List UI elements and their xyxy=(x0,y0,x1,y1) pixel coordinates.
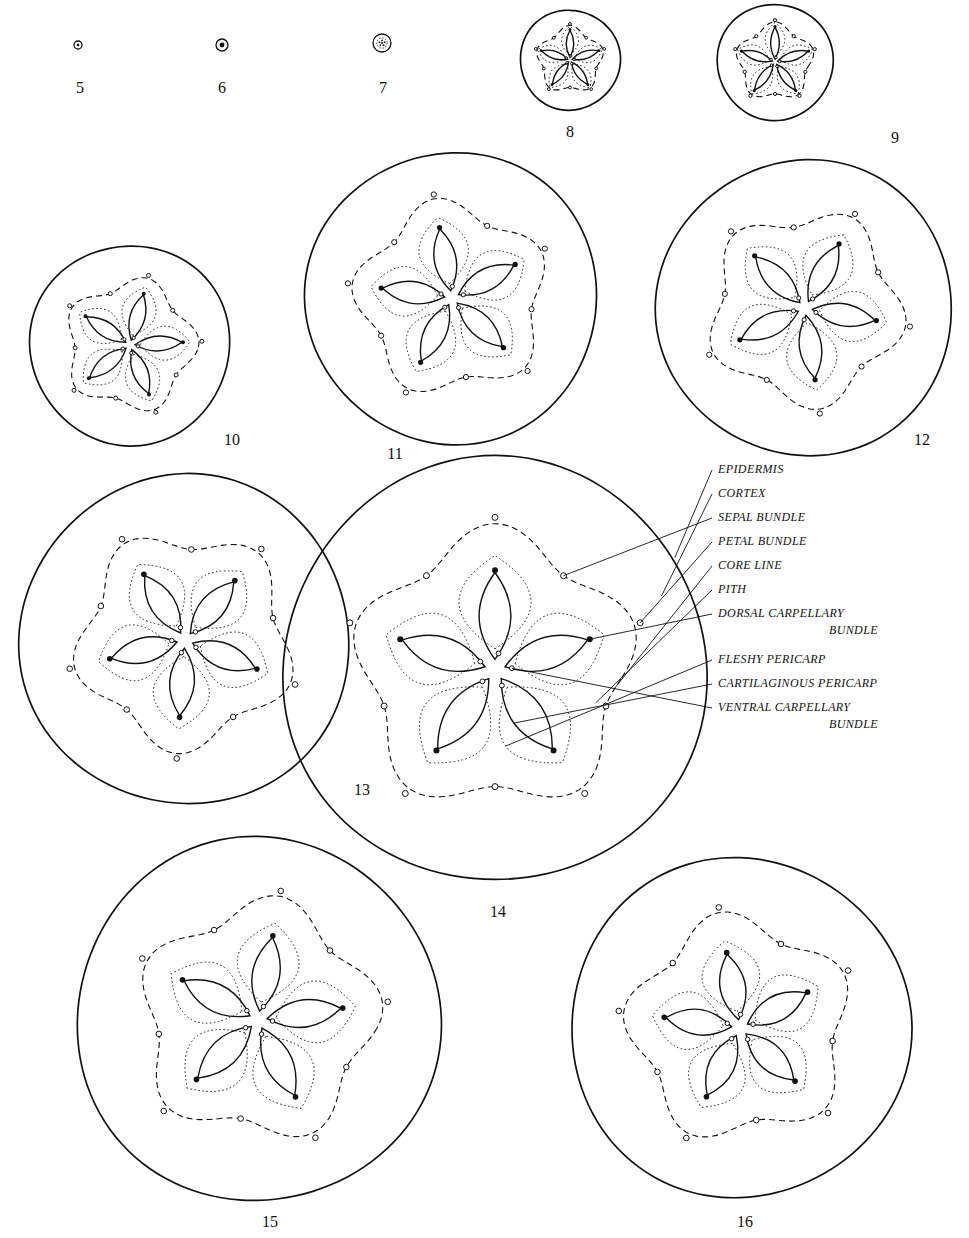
section-number: 5 xyxy=(76,79,84,97)
section-number: 7 xyxy=(379,79,387,97)
part-label: VENTRAL CARPELLARY BUNDLE xyxy=(718,699,878,733)
cross-section xyxy=(283,455,707,879)
cross-section xyxy=(304,153,596,445)
section-number: 15 xyxy=(262,1213,278,1231)
cross-section xyxy=(572,858,912,1198)
part-label: PITH xyxy=(718,581,746,598)
cross-section xyxy=(373,34,391,52)
section-number: 9 xyxy=(891,129,899,147)
leader-line xyxy=(506,660,712,746)
section-number: 8 xyxy=(566,123,574,141)
section-number: 14 xyxy=(490,903,506,921)
leader-lines xyxy=(506,470,712,746)
part-label: CARTILAGINOUS PERICARP xyxy=(718,675,877,692)
section-number: 11 xyxy=(387,445,402,463)
part-label: DORSAL CARPELLARY BUNDLE xyxy=(718,605,878,639)
part-label: SEPAL BUNDLE xyxy=(718,509,805,526)
cross-section xyxy=(216,39,228,51)
part-label: CORTEX xyxy=(718,485,766,502)
leader-line xyxy=(590,614,712,639)
cross-section xyxy=(655,160,951,456)
part-label: CORE LINE xyxy=(718,557,782,574)
cross-section xyxy=(19,473,349,803)
leader-line xyxy=(514,684,712,723)
leader-line xyxy=(596,590,712,703)
cross-section xyxy=(717,5,833,121)
leader-line xyxy=(662,494,712,596)
cross-section xyxy=(30,246,230,446)
section-number: 12 xyxy=(914,431,930,449)
section-number: 6 xyxy=(218,79,226,97)
part-label: EPIDERMIS xyxy=(718,461,784,478)
section-number: 16 xyxy=(737,1213,753,1231)
cross-section xyxy=(77,836,441,1200)
leader-line xyxy=(675,470,712,558)
section-number: 10 xyxy=(224,431,240,449)
cross-section xyxy=(74,41,82,49)
part-label: FLESHY PERICARP xyxy=(718,651,826,668)
cross-section xyxy=(521,10,621,110)
leader-line xyxy=(512,668,712,708)
part-label: PETAL BUNDLE xyxy=(718,533,807,550)
section-number: 13 xyxy=(354,781,370,799)
